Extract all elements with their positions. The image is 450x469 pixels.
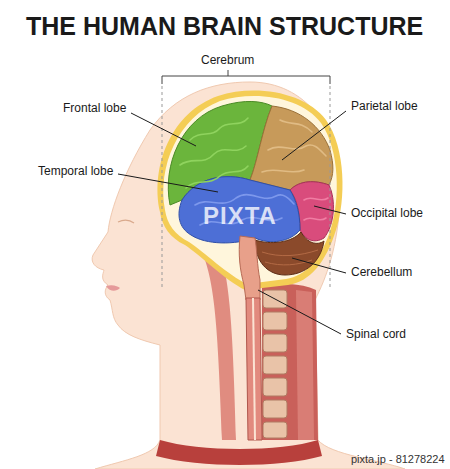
- collar: [156, 440, 322, 465]
- part-label: Cerebellum: [351, 266, 412, 280]
- image-id: pixta.jp - 81278224: [351, 453, 445, 466]
- cerebellum-shape: [255, 232, 324, 275]
- eye-line: [118, 220, 134, 223]
- part-label: Spinal cord: [346, 328, 406, 342]
- temporal-lobe-shape: [179, 177, 300, 243]
- part-label: Parietal lobe: [351, 100, 418, 114]
- leader-lines: [118, 111, 346, 334]
- spinal-cord-shape: [246, 298, 262, 440]
- brainstem: [239, 236, 260, 300]
- watermark: PIXTA: [203, 202, 277, 230]
- neck-muscle-light: [296, 290, 314, 440]
- vertebrae: [263, 290, 287, 438]
- part-label: Frontal lobe: [63, 102, 126, 116]
- diagram-title: THE HUMAN BRAIN STRUCTURE: [26, 12, 423, 41]
- parietal-lobe-shape: [250, 106, 333, 190]
- part-label: Temporal lobe: [38, 165, 113, 179]
- lips: [106, 285, 120, 291]
- region-label: Cerebrum: [201, 54, 254, 68]
- spinal-canal: [253, 298, 255, 440]
- part-label: Occipital lobe: [351, 207, 423, 221]
- throat: [205, 258, 236, 440]
- cerebrum-bracket: [162, 70, 330, 290]
- neck-muscle: [262, 280, 318, 440]
